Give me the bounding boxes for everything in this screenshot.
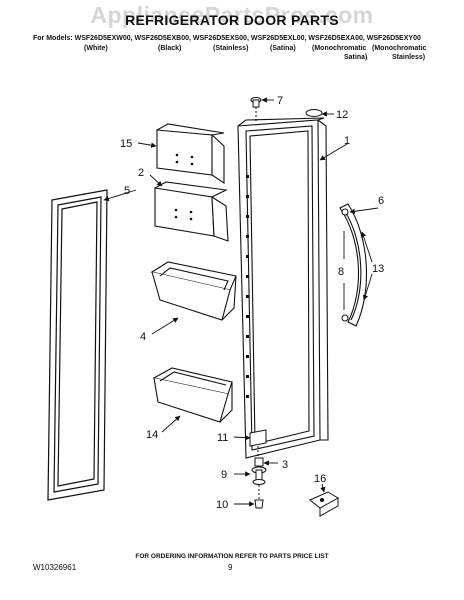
callout-15: 15: [120, 138, 132, 150]
callout-9: 9: [221, 469, 227, 481]
callout-3: 3: [282, 459, 288, 471]
variant-satina: (Satina): [270, 45, 296, 52]
model-list: For Models: WSF26D5EXW00, WSF26D5EXB00, …: [33, 35, 421, 42]
handle-screws: [341, 208, 349, 322]
variant-mono-satina: (Monochromatic: [312, 45, 367, 52]
variant-stainless: (Stainless): [213, 45, 249, 52]
callout-8: 8: [338, 266, 344, 278]
variant-labels: (White) (Black) (Stainless) (Satina) (Mo…: [0, 45, 464, 65]
callout-7: 7: [277, 95, 283, 107]
callout-10: 10: [216, 499, 228, 511]
lower-hinge-parts: [249, 429, 267, 509]
door-gasket: [47, 189, 108, 501]
page-title: REFRIGERATOR DOOR PARTS: [125, 12, 339, 28]
callout-6: 6: [378, 195, 384, 207]
variant-black: (Black): [158, 45, 182, 52]
callout-2: 2: [138, 167, 144, 179]
upper-door-bin: [156, 123, 225, 185]
callout-4: 4: [140, 331, 146, 343]
callout-13: 13: [372, 263, 384, 275]
variant-mono-stainless: (Monochromatic: [372, 45, 427, 52]
callout-12: 12: [336, 109, 348, 121]
door-stop-cap: [305, 109, 323, 117]
watermark-text: AppliancePartsPros.com: [90, 2, 374, 28]
callout-11: 11: [217, 432, 228, 444]
callout-16: 16: [314, 473, 326, 485]
callout-14: 14: [146, 429, 158, 441]
variant-mono-satina-line2: Satina): [344, 54, 368, 61]
leader-lines: [103, 97, 379, 507]
top-screw: [250, 97, 262, 122]
refrigerator-door: [237, 117, 329, 459]
door-shelf-bin: [150, 261, 237, 321]
callout-1: 1: [344, 135, 350, 147]
hinge-bracket: [309, 491, 339, 517]
document-code: W10326961: [33, 563, 77, 572]
middle-door-bin: [154, 181, 229, 242]
variant-mono-stainless-line2: Stainless): [392, 54, 426, 61]
page-number: 9: [228, 563, 233, 572]
ordering-note: FOR ORDERING INFORMATION REFER TO PARTS …: [135, 553, 329, 560]
lower-door-bin: [152, 367, 233, 423]
callout-5: 5: [124, 185, 130, 197]
door-handle: [339, 203, 368, 327]
variant-white: (White): [84, 45, 108, 52]
